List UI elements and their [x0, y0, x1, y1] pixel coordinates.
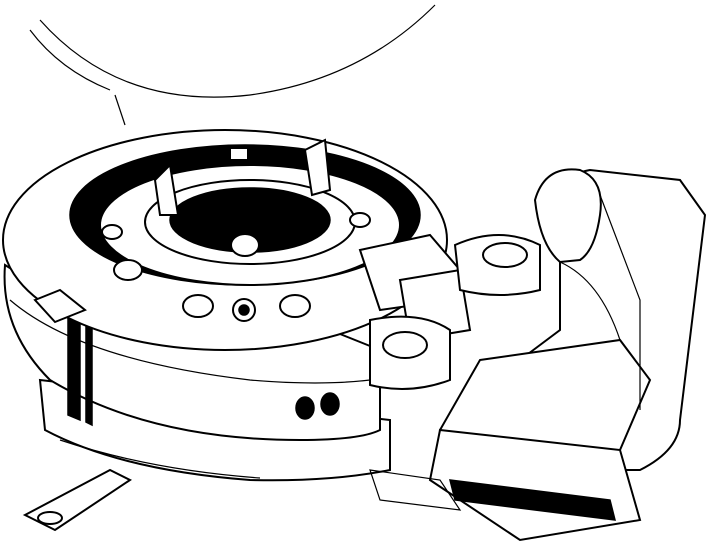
ceiling-arcs: [29, 4, 436, 126]
pilot: [533, 168, 621, 341]
disc-gauges: [101, 212, 371, 322]
console-disc: [2, 129, 448, 420]
pilot-seat: [369, 168, 707, 542]
control-arms: [358, 233, 541, 390]
foot-pedal: [22, 468, 132, 532]
